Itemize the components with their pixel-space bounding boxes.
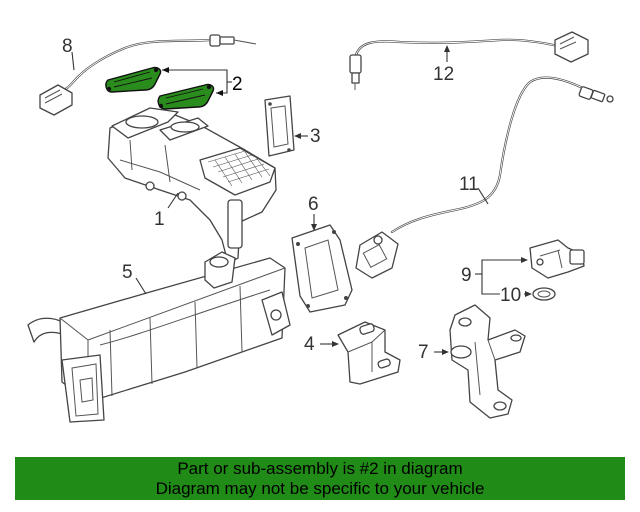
part-12-oxygen-sensor[interactable] xyxy=(349,31,589,90)
callout-4: 4 xyxy=(304,334,315,355)
part-9-pressure-sensor[interactable] xyxy=(529,239,585,279)
callout-11: 11 xyxy=(459,174,479,195)
callout-6: 6 xyxy=(308,194,319,215)
callout-3: 3 xyxy=(310,126,321,147)
part-10-o-ring[interactable] xyxy=(532,287,556,301)
mesh-grid xyxy=(207,150,271,187)
part-8-temperature-sensor[interactable] xyxy=(39,34,257,116)
callout-12: 12 xyxy=(433,64,454,85)
part-1-egr-assembly[interactable] xyxy=(107,107,277,264)
callout-7: 7 xyxy=(418,342,429,363)
part-2-gasket-highlighted[interactable] xyxy=(105,66,215,110)
callout-5: 5 xyxy=(122,262,133,283)
callout-9: 9 xyxy=(461,265,472,286)
part-6-gasket[interactable] xyxy=(291,224,353,313)
part-3-gasket[interactable] xyxy=(264,95,295,157)
banner-line-2: Diagram may not be specific to your vehi… xyxy=(155,478,485,498)
banner-line-1: Part or sub-assembly is #2 in diagram xyxy=(177,458,463,478)
callout-1: 1 xyxy=(154,209,165,230)
part-5-egr-cooler[interactable] xyxy=(27,251,291,423)
info-banner: Part or sub-assembly is #2 in diagram Di… xyxy=(15,457,625,500)
part-7-bracket[interactable] xyxy=(449,304,526,419)
part-4-bracket[interactable] xyxy=(337,321,401,385)
callout-10: 10 xyxy=(500,285,521,306)
callout-8: 8 xyxy=(62,36,73,57)
part-11-nox-sensor[interactable] xyxy=(355,76,614,279)
callout-2: 2 xyxy=(232,74,243,95)
